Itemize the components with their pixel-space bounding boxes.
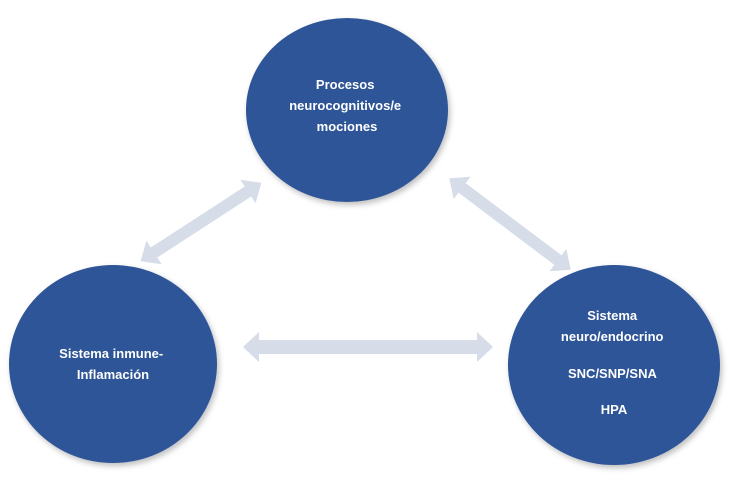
- arrow-top-right: [449, 176, 571, 272]
- node-neurocognitive-line-3: mociones: [317, 119, 378, 134]
- node-neuroendocrine-line-2: neuro/endocrino: [561, 329, 664, 344]
- node-neuroendocrine-line-4: HPA: [601, 402, 628, 417]
- svg-text:Sistema neuro/endocrino: Sistema neuro/endocrino SNC/SNP/SNA HPA: [561, 308, 667, 417]
- node-neurocognitive-line-2: neurocognitivos/e: [289, 98, 401, 113]
- node-neuroendocrine: Sistema neuro/endocrino SNC/SNP/SNA HPA: [508, 265, 720, 465]
- node-neurocognitive: Procesos neurocognitivos/e mociones: [246, 18, 448, 202]
- node-neurocognitive-line-1: Procesos: [316, 77, 375, 92]
- node-neuroendocrine-line-3: SNC/SNP/SNA: [568, 366, 657, 381]
- node-neuroendocrine-line-1: Sistema: [587, 308, 638, 323]
- node-immune: Sistema inmune- Inflamación: [9, 265, 217, 463]
- node-immune-line-2: Inflamación: [77, 367, 149, 382]
- svg-text:Procesos neurocognitivos: Procesos neurocognitivos/e mociones: [289, 77, 405, 134]
- node-immune-line-1: Sistema inmune-: [59, 346, 163, 361]
- svg-text:Sistema inmune- Inflamac: Sistema inmune- Inflamación: [59, 346, 167, 382]
- arrow-top-left: [140, 179, 262, 265]
- arrow-left-right: [243, 332, 493, 362]
